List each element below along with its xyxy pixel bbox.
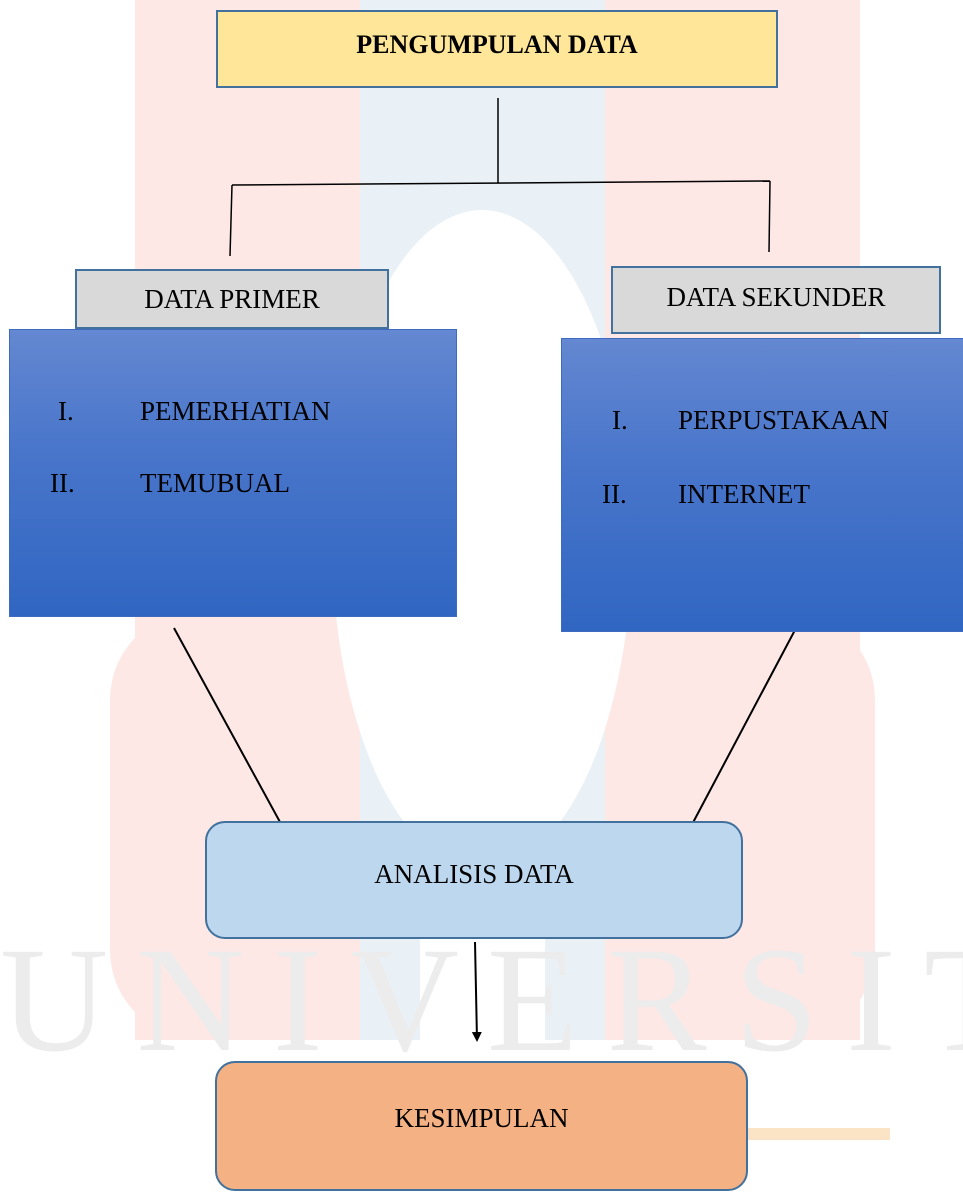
kesimpulan-box: KESIMPULAN bbox=[215, 1061, 748, 1191]
data-primer-header: DATA PRIMER bbox=[75, 269, 389, 329]
data-sekunder-list-box: I. PERPUSTAKAAN II. INTERNET bbox=[561, 338, 963, 632]
analisis-data-box: ANALISIS DATA bbox=[205, 821, 743, 939]
data-primer-label: DATA PRIMER bbox=[144, 283, 320, 314]
watermark-text: UNIVERSITI bbox=[0, 917, 963, 1083]
kesimpulan-label: KESIMPULAN bbox=[394, 1102, 569, 1133]
left-drop-line bbox=[229, 184, 233, 257]
analysis-to-conclusion-arrow bbox=[471, 941, 482, 1042]
sekunder-item-1-number: I. bbox=[612, 405, 628, 435]
primer-item-1-text: PEMERHATIAN bbox=[140, 396, 331, 426]
data-sekunder-label: DATA SEKUNDER bbox=[666, 282, 886, 312]
data-sekunder-header: DATA SEKUNDER bbox=[611, 266, 941, 334]
primer-arrow bbox=[173, 627, 299, 857]
sekunder-item-2-text: INTERNET bbox=[678, 479, 810, 509]
analisis-data-label: ANALISIS DATA bbox=[374, 858, 574, 889]
primer-item-2-number: II. bbox=[50, 468, 75, 498]
primer-item-2-text: TEMUBUAL bbox=[140, 468, 290, 498]
data-primer-list-box: I. PEMERHATIAN II. TEMUBUAL bbox=[9, 329, 457, 617]
primer-item-1-number: I. bbox=[58, 396, 74, 426]
sekunder-item-2-number: II. bbox=[602, 479, 627, 509]
pengumpulan-data-box: PENGUMPULAN DATA bbox=[216, 10, 778, 88]
sekunder-item-1-text: PERPUSTAKAAN bbox=[678, 405, 889, 435]
branch-line bbox=[231, 180, 771, 186]
right-drop-line bbox=[768, 180, 771, 253]
pengumpulan-data-label: PENGUMPULAN DATA bbox=[356, 30, 638, 59]
